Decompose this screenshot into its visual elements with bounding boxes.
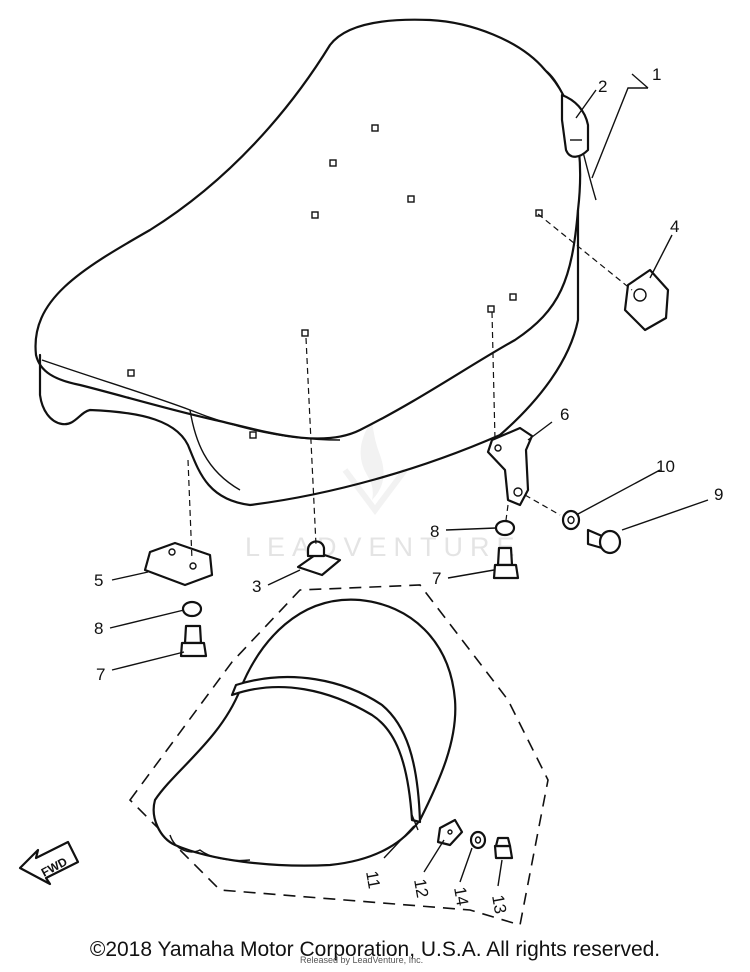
- optional-seat: [152, 598, 457, 867]
- callout-13: 13: [488, 893, 510, 915]
- part-12-clip: [436, 818, 464, 847]
- callout-7-left: 7: [96, 665, 105, 684]
- part-10-washer: [561, 509, 581, 531]
- callout-12: 12: [410, 877, 432, 899]
- callout-8-right: 8: [430, 522, 439, 541]
- part-9-bolt: [586, 528, 622, 555]
- part-14-washer: [469, 830, 487, 850]
- part-13-bolt: [493, 836, 514, 860]
- callout-4: 4: [670, 217, 679, 236]
- watermark-text: LEADVENTURE: [245, 532, 522, 562]
- leadventure-watermark-logo: [342, 420, 408, 515]
- part-4-damper: [623, 268, 670, 332]
- copyright-notice: ©2018 Yamaha Motor Corporation, U.S.A. A…: [89, 938, 661, 961]
- callout-11: 11: [362, 869, 384, 890]
- optional-seat-boundary: [128, 584, 549, 927]
- callout-10: 10: [656, 457, 675, 476]
- seat-assembly: [34, 18, 597, 507]
- callout-3: 3: [252, 577, 261, 596]
- callout-5: 5: [94, 571, 103, 590]
- callout-9: 9: [714, 485, 723, 504]
- callout-1: 1: [652, 65, 661, 84]
- forward-arrow-icon: FWD: [18, 840, 80, 886]
- part-6-bracket: [486, 426, 534, 507]
- callout-2: 2: [598, 77, 607, 96]
- leader-lines: [109, 73, 709, 887]
- callout-labels: 1 2 3 4 5 6 7 7 8 8 9 10 11 12 14 13: [94, 65, 723, 915]
- part-8-washer-left: [181, 600, 203, 618]
- seat-holes: [127, 124, 543, 439]
- callout-7-right: 7: [432, 569, 441, 588]
- part-5-plate: [143, 541, 214, 587]
- part-7-bolt-right: [492, 546, 520, 580]
- callout-14: 14: [450, 885, 472, 907]
- callout-8-left: 8: [94, 619, 103, 638]
- part-8-washer-right: [494, 519, 516, 537]
- watermark-small-text: Released by LeadVenture, Inc.: [300, 955, 424, 965]
- part-7-bolt-left: [179, 624, 208, 658]
- callout-6: 6: [560, 405, 569, 424]
- part-3-nutplate: [296, 540, 342, 577]
- part-2-latch: [560, 93, 590, 158]
